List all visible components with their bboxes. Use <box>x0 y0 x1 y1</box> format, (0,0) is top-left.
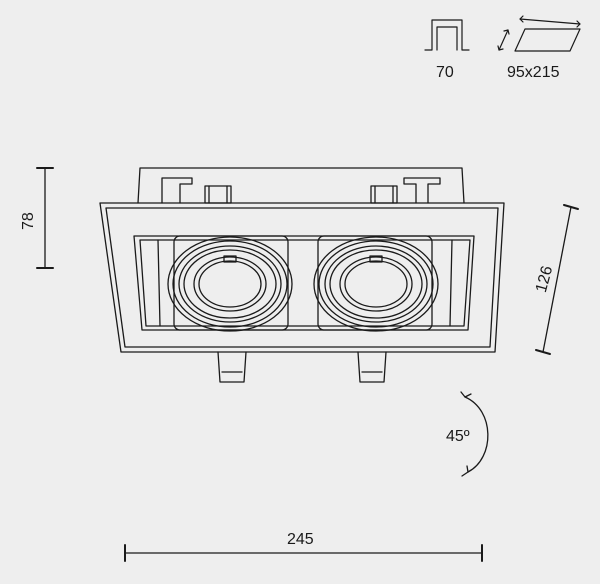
rear-housing <box>137 167 465 204</box>
front-frame <box>99 202 505 353</box>
bottom-clips <box>217 351 387 383</box>
right-lamp <box>313 235 439 332</box>
cutout-rectangle-icon <box>497 15 581 52</box>
recess-depth-icon <box>424 19 470 51</box>
tilt-angle-label: 45º <box>446 428 470 445</box>
rotation-arc-icon <box>460 391 489 477</box>
dimension-side <box>535 204 579 355</box>
cutout-depth-label: 70 <box>436 64 454 81</box>
length-label: 245 <box>287 531 314 548</box>
dimension-height <box>36 167 54 269</box>
left-lamp <box>167 235 293 332</box>
height-label: 78 <box>20 212 37 230</box>
dimension-length <box>124 544 483 562</box>
cutout-size-label: 95x215 <box>507 64 560 81</box>
